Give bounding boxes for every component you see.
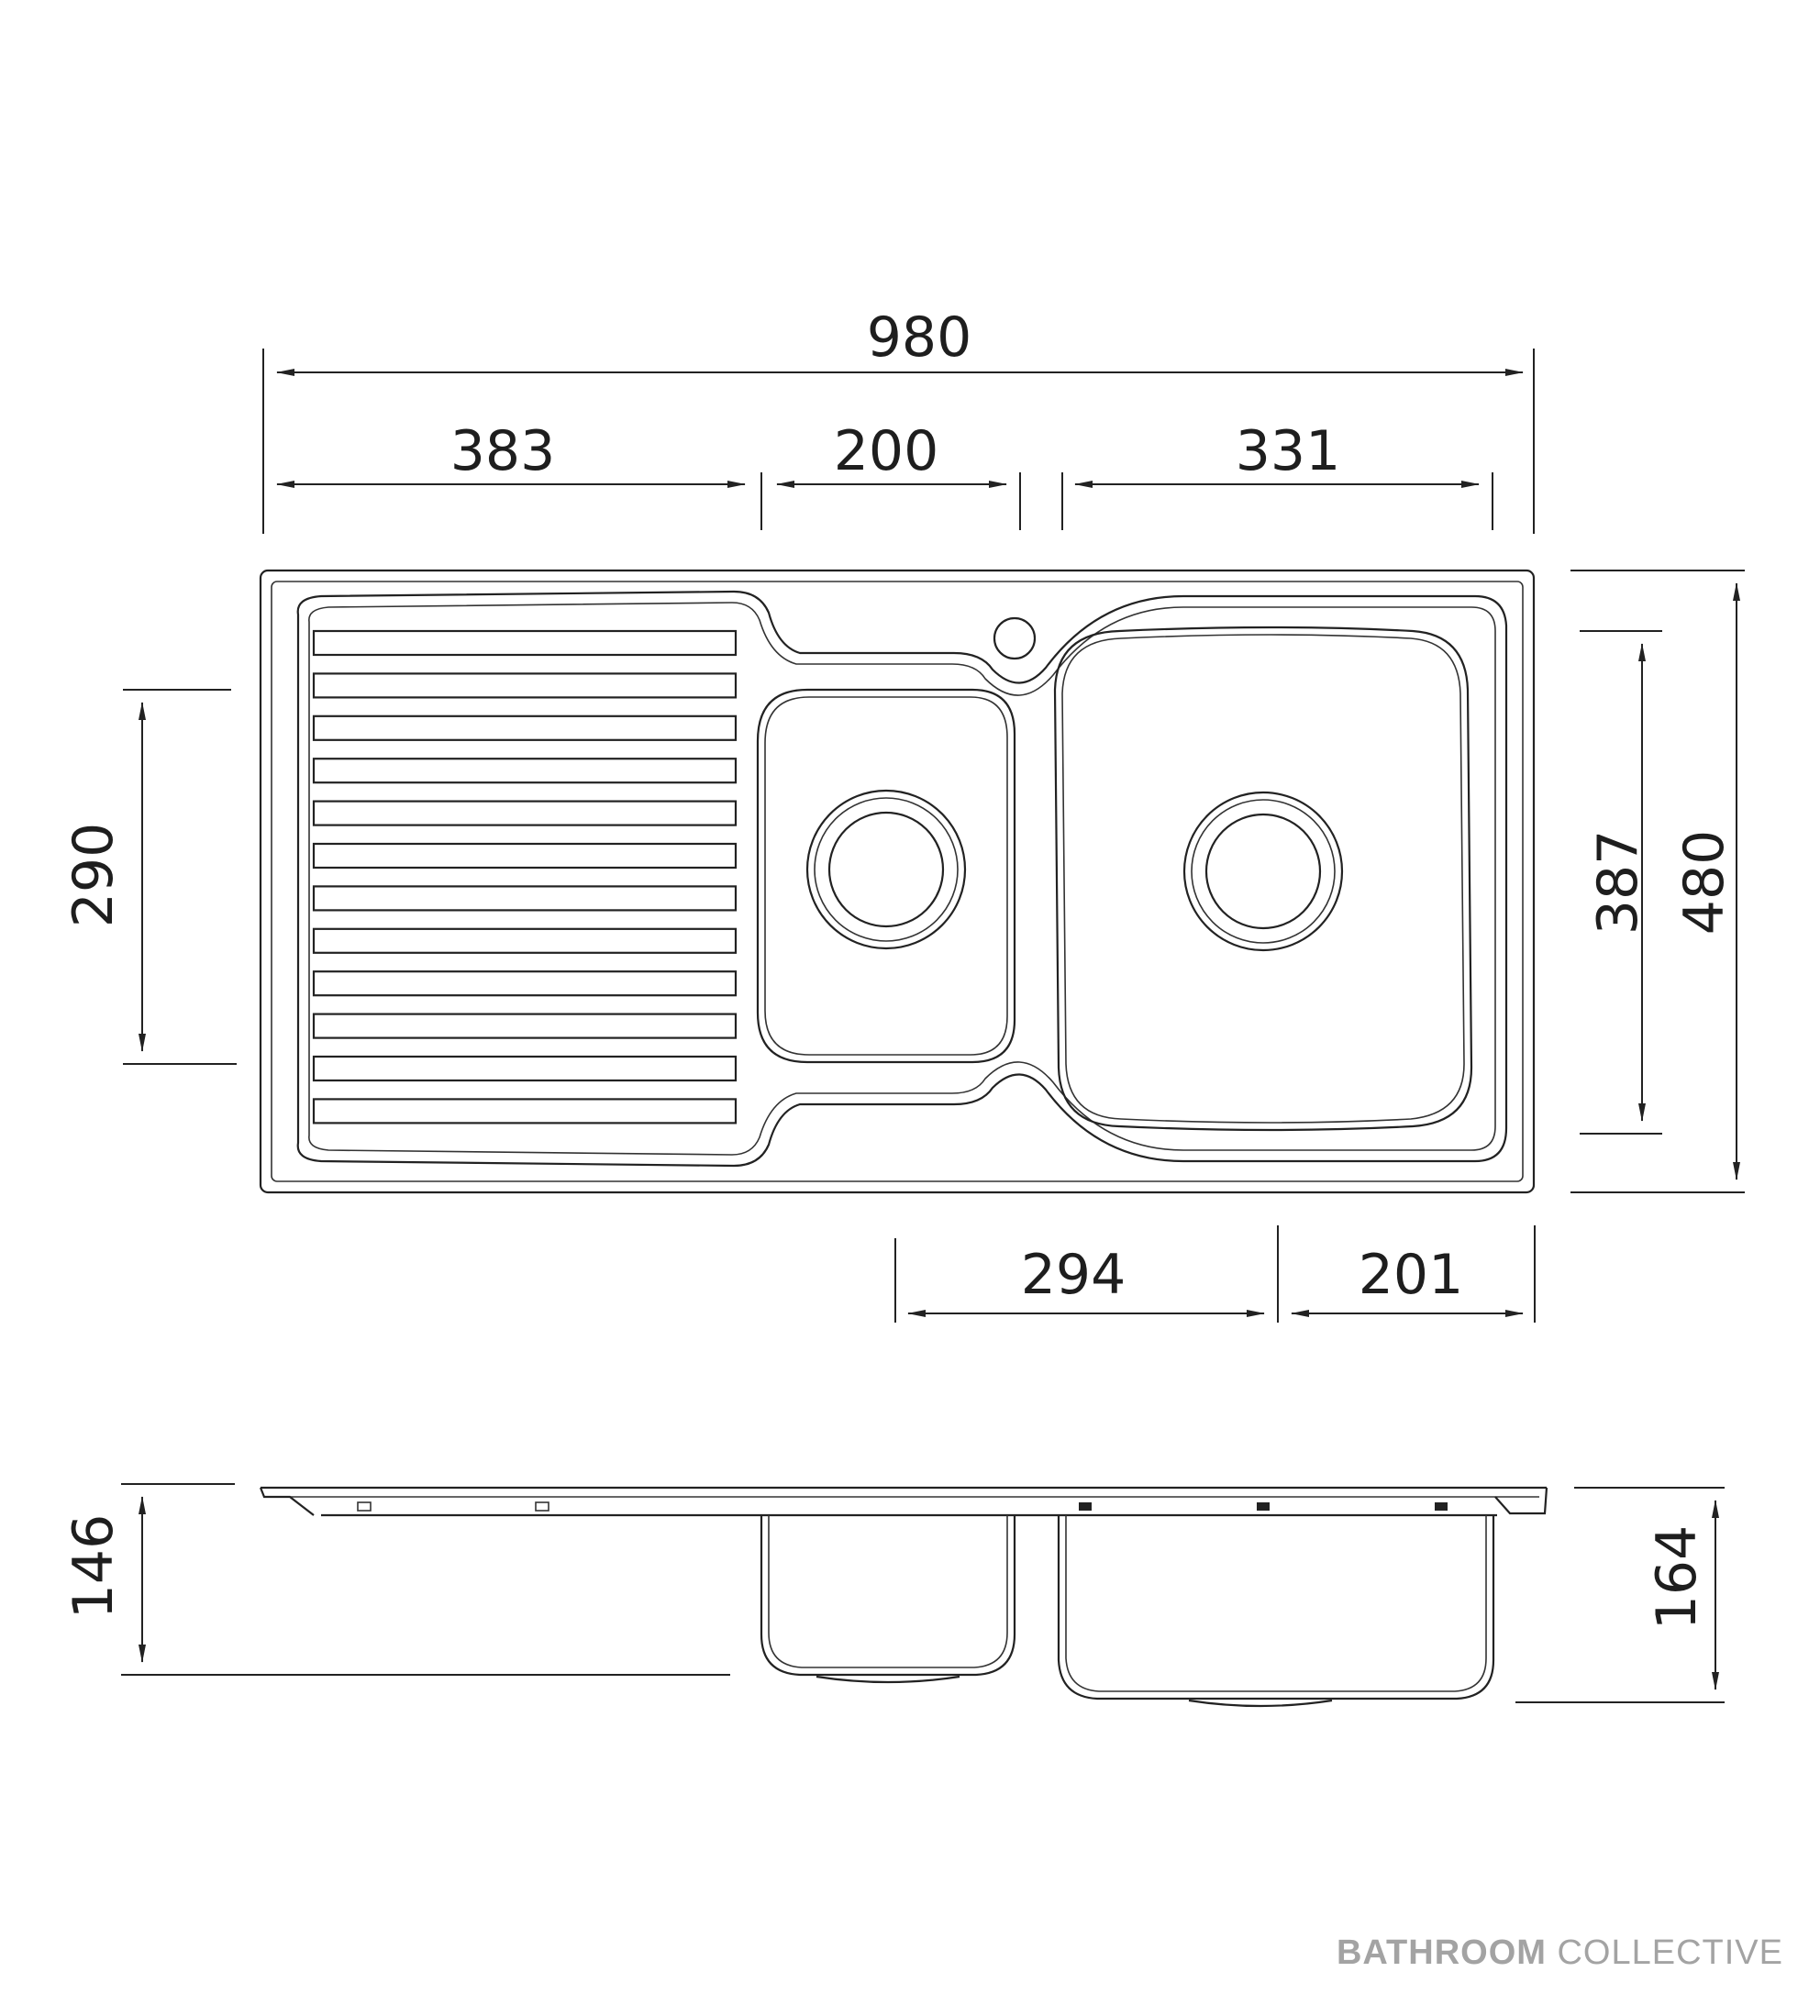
- label-overall-depth: 480: [1672, 830, 1737, 936]
- side-large-bowl: [1057, 1515, 1495, 1700]
- label-small-bowl-depth: 290: [61, 823, 126, 928]
- label-large-bowl-depth: 387: [1586, 830, 1650, 936]
- label-small-bowl-height: 146: [61, 1514, 126, 1620]
- drainer-groove: [312, 629, 738, 657]
- dimension-small-bowl-height: 146: [61, 1483, 730, 1676]
- side-clips: [357, 1501, 1448, 1512]
- large-bowl-waste-inner: [1204, 813, 1322, 930]
- drainer-groove: [312, 758, 738, 784]
- drainer-groove: [312, 885, 738, 912]
- dimension-overall-depth: 480: [1570, 570, 1745, 1193]
- side-clip-1: [357, 1501, 372, 1512]
- dimension-small-bowl-width: 200: [776, 419, 1021, 530]
- drainer-groove: [312, 1055, 738, 1082]
- side-small-bowl: [760, 1515, 1016, 1677]
- side-large-bowl-inner: [1065, 1515, 1487, 1692]
- large-bowl-waste-outer: [1182, 791, 1344, 952]
- large-bowl-inner: [1061, 634, 1465, 1124]
- drainer-groove: [312, 714, 738, 741]
- drainer-surround: [296, 590, 1508, 1168]
- side-small-waste: [816, 1675, 960, 1684]
- side-clip-2: [535, 1501, 549, 1512]
- drainer-groove: [312, 842, 738, 870]
- side-left-edge: [259, 1487, 315, 1516]
- small-bowl-outline: [756, 688, 1016, 1064]
- brand-logo: BATHROOM COLLECTIVE: [1337, 1933, 1783, 1973]
- drainer-groove: [312, 970, 738, 997]
- drainer-surround-inner: [308, 602, 1496, 1156]
- dimension-large-bowl-width: 331: [1061, 419, 1493, 530]
- drainer-grooves: [312, 629, 738, 1124]
- brand-light: COLLECTIVE: [1557, 1933, 1783, 1972]
- sink-outer-rim: [259, 569, 1536, 1194]
- label-waste-to-edge: 201: [1359, 1243, 1464, 1307]
- side-clip-3: [1079, 1502, 1092, 1511]
- small-bowl-inner: [764, 696, 1008, 1056]
- side-large-waste: [1188, 1699, 1333, 1708]
- small-bowl-waste-outer: [805, 789, 967, 950]
- dimension-waste-to-edge: 201: [1291, 1225, 1536, 1323]
- sink-side-view: [259, 1486, 1548, 1708]
- sink-top-view: [259, 569, 1536, 1194]
- label-drainer-width: 383: [450, 419, 556, 483]
- brand-bold: BATHROOM: [1336, 1933, 1547, 1972]
- label-large-bowl-height: 164: [1645, 1525, 1709, 1631]
- side-clip-4: [1257, 1502, 1270, 1511]
- dimension-small-bowl-depth: 290: [61, 689, 237, 1065]
- dimension-large-bowl-height: 164: [1515, 1487, 1725, 1703]
- side-right-edge: [1494, 1487, 1548, 1515]
- large-bowl-outline: [1053, 626, 1473, 1132]
- tap-hole: [993, 616, 1037, 660]
- label-small-bowl-width: 200: [834, 419, 939, 483]
- drainer-groove: [312, 927, 738, 954]
- label-large-bowl-width: 331: [1236, 419, 1341, 483]
- side-clip-5: [1435, 1502, 1448, 1511]
- label-waste-centre-offset: 294: [1021, 1243, 1126, 1307]
- drainer-groove: [312, 672, 738, 699]
- dimension-drainer-width: 383: [262, 419, 762, 534]
- drainer-groove: [312, 800, 738, 826]
- label-overall-width: 980: [867, 305, 972, 370]
- drainer-groove: [312, 1098, 738, 1124]
- dimension-waste-centre-offset: 294: [894, 1225, 1279, 1323]
- small-bowl-waste-ring: [814, 797, 959, 942]
- side-small-bowl-inner: [768, 1515, 1008, 1668]
- dimension-overall-width: 980: [262, 305, 1535, 534]
- dimension-large-bowl-depth: 387: [1580, 630, 1662, 1135]
- sink-inner-rim: [271, 581, 1524, 1182]
- small-bowl-waste-inner: [827, 811, 945, 928]
- drainer-groove: [312, 1013, 738, 1039]
- large-bowl-waste-ring: [1191, 799, 1336, 944]
